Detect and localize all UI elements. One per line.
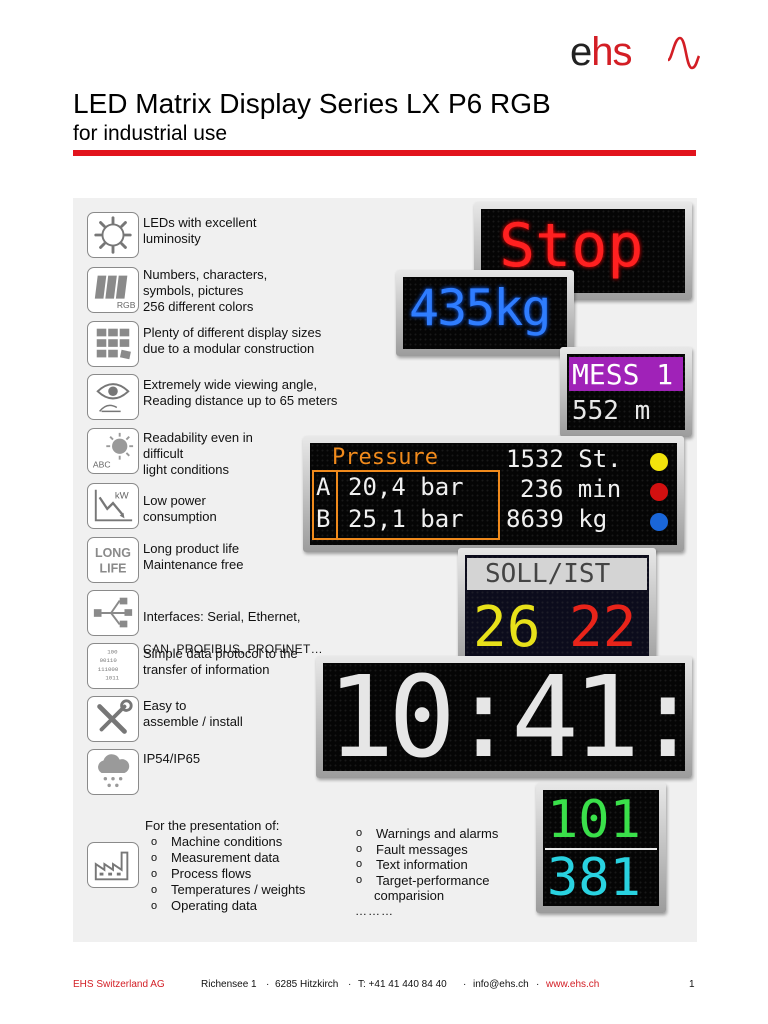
pressure-row-a-value: 20,4 bar — [348, 473, 464, 501]
status-dot-blue — [650, 513, 668, 531]
footer-address: Richensee 1 — [201, 979, 257, 990]
interfaces-line-2: CAN, PROFIBUS, PROFINET… — [143, 642, 323, 656]
pressure-table-divider — [336, 470, 338, 540]
soll-header-bar — [467, 558, 647, 590]
footer-separator: · — [266, 979, 270, 990]
svg-text:1011: 1011 — [105, 674, 119, 681]
footer-website[interactable]: www.ehs.ch — [546, 979, 600, 990]
list-item-continuation: comparision — [374, 888, 445, 903]
pressure-row-a-label: A — [316, 473, 331, 501]
pressure-title: Pressure — [332, 445, 438, 470]
pressure-right-2: 236 min — [520, 475, 622, 503]
stop-text: Stop — [499, 211, 644, 281]
feature-easy-install: Easy to assemble / install — [143, 698, 243, 729]
feature-ip-rating: IP54/IP65 — [143, 751, 201, 766]
logo-wave-icon — [667, 36, 700, 70]
pressure-right-1: 1532 St. — [506, 445, 622, 473]
feature-display-sizes: Plenty of different display sizes due to… — [143, 325, 322, 356]
svg-text:LIFE: LIFE — [100, 561, 127, 575]
status-dot-red — [650, 483, 668, 501]
footer-phone: T: +41 41 440 84 40 — [358, 979, 447, 990]
title-divider — [73, 150, 696, 156]
feature-interfaces: Interfaces: Serial, Ethernet, CAN, PROFI… — [143, 593, 323, 657]
soll-right-value: 22 — [569, 595, 637, 660]
low-power-icon: kW — [87, 483, 139, 529]
pressure-right-3: 8639 kg — [506, 505, 608, 533]
page-number: 1 — [689, 979, 695, 990]
eye-icon — [87, 374, 139, 420]
svg-text:RGB: RGB — [117, 300, 136, 310]
led-display-weight: 435kg — [396, 270, 574, 356]
soll-header-text: SOLL/IST — [485, 559, 611, 589]
pressure-row-b-value: 25,1 bar — [348, 505, 464, 533]
logo-text: ehs — [570, 30, 633, 74]
feature-characters: Numbers, characters, symbols, pictures 2… — [143, 267, 268, 314]
mess-bottom-text: 552 m — [572, 396, 651, 426]
clock-text: 10:41:44 — [327, 663, 685, 771]
feature-readability: Readability even in difficult light cond… — [143, 430, 253, 477]
interfaces-icon — [87, 590, 139, 636]
footer-city: 6285 Hitzkirch — [275, 979, 339, 990]
svg-text:100: 100 — [107, 649, 118, 656]
list-item: Warnings and alarms — [350, 826, 498, 842]
factory-icon — [87, 842, 139, 888]
svg-text:kW: kW — [115, 490, 129, 501]
ehs-logo: ehs — [570, 30, 700, 75]
weight-text: 435kg — [409, 279, 552, 337]
list-item: Operating data — [145, 898, 305, 914]
presentation-heading: For the presentation of: — [145, 818, 280, 833]
svg-text:111000: 111000 — [98, 666, 119, 673]
small-bottom-value: 381 — [547, 848, 641, 906]
cloud-rain-icon — [87, 749, 139, 795]
page-subtitle: for industrial use — [73, 122, 228, 145]
led-display-soll-ist: SOLL/IST 26 22 — [458, 548, 656, 670]
list-item: Process flows — [145, 866, 305, 882]
mess-top-text: MESS 1 — [572, 358, 674, 391]
presentation-list-right: Warnings and alarms Fault messages Text … — [350, 826, 498, 904]
svg-text:ABC: ABC — [93, 459, 111, 469]
luminosity-icon — [87, 212, 139, 258]
rgb-icon: RGB — [87, 267, 139, 313]
presentation-list-left: For the presentation of: Machine conditi… — [145, 818, 305, 914]
list-item: Target-performance — [350, 873, 498, 889]
status-dot-yellow — [650, 453, 668, 471]
svg-text:00110: 00110 — [100, 657, 118, 664]
pressure-table-box — [312, 470, 500, 540]
modular-grid-icon — [87, 321, 139, 367]
tools-icon — [87, 696, 139, 742]
list-item: Fault messages — [350, 842, 498, 858]
sun-abc-icon: ABC — [87, 428, 139, 474]
footer-company: EHS Switzerland AG — [73, 979, 165, 990]
led-display-small: 101 381 — [536, 783, 666, 913]
list-item: Measurement data — [145, 850, 305, 866]
feature-luminosity: LEDs with excellent luminosity — [143, 215, 257, 246]
led-display-clock: 10:41:44 — [316, 656, 692, 778]
soll-left-value: 26 — [473, 595, 541, 660]
mess-header-bar — [569, 357, 683, 391]
feature-data-protocol: Simple data protocol to the transfer of … — [143, 646, 298, 677]
interfaces-line-1: Interfaces: Serial, Ethernet, — [143, 609, 301, 624]
feature-long-life: Long product life Maintenance free — [143, 541, 244, 572]
feature-low-power: Low power consumption — [143, 493, 217, 524]
list-item: Temperatures / weights — [145, 882, 305, 898]
led-display-pressure: Pressure A 20,4 bar B 25,1 bar 1532 St. … — [303, 436, 684, 552]
long-life-icon: LONG LIFE — [87, 537, 139, 583]
footer-separator: · — [536, 979, 540, 990]
footer-email[interactable]: info@ehs.ch — [473, 979, 529, 990]
page-title: LED Matrix Display Series LX P6 RGB — [73, 88, 551, 119]
feature-viewing-angle: Extremely wide viewing angle, Reading di… — [143, 377, 338, 408]
small-top-value: 101 — [547, 790, 641, 850]
footer-separator: · — [348, 979, 352, 990]
footer-separator: · — [463, 979, 467, 990]
small-divider — [545, 848, 657, 850]
list-item: Machine conditions — [145, 834, 305, 850]
led-display-mess: MESS 1 552 m — [560, 347, 692, 437]
pressure-row-b-label: B — [316, 505, 331, 533]
ellipsis: ……… — [355, 904, 394, 918]
svg-text:LONG: LONG — [95, 546, 131, 560]
list-item: Text information — [350, 857, 498, 873]
